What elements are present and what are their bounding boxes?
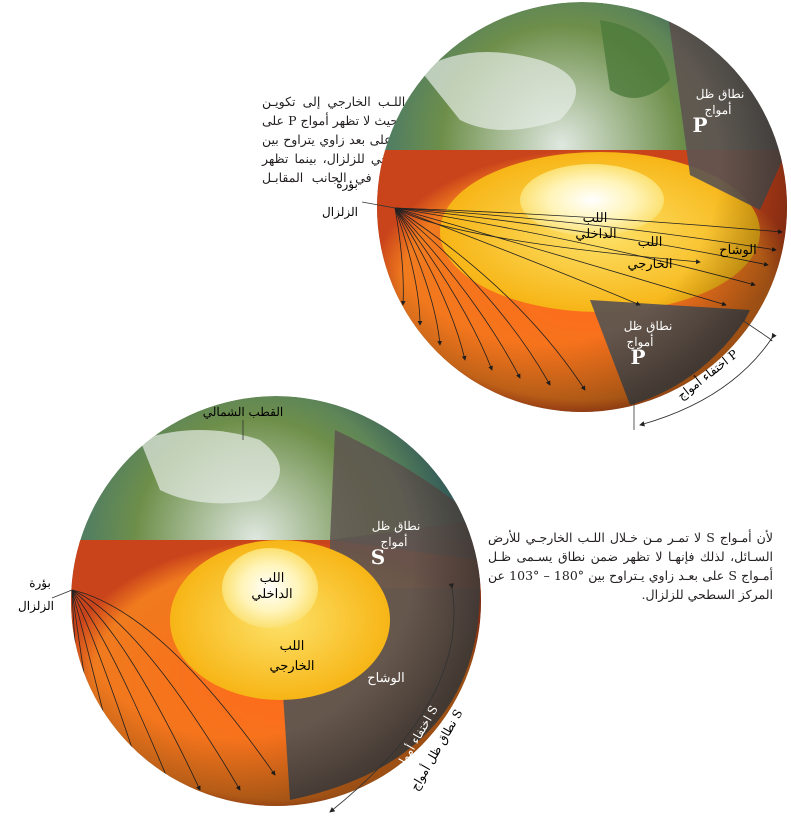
focus-leader-bottom [51, 589, 73, 599]
upper-shadow-label-2: أمواج [704, 102, 731, 117]
mantle-label-top: الوشاح [719, 243, 757, 258]
focus-label-top-1: بؤرة [336, 177, 358, 191]
s-shadow-label-1: نطاق ظل [372, 519, 421, 533]
s-wave-explanation: لأن أمـواج S لا تمـر مـن خـلال اللـب الخ… [488, 530, 774, 602]
lower-shadow-label-1: نطاق ظل [624, 319, 673, 333]
p-disappearance-arc [639, 332, 777, 427]
lower-shadow-label-3: P [630, 345, 645, 369]
outer-core-label-bottom-2: الخارجي [269, 659, 314, 674]
focus-label-top-2: الزلزال [322, 205, 358, 219]
upper-shadow-label-1: نطاق ظل [696, 87, 745, 101]
outer-core-label-top-2: الخارجي [627, 257, 672, 272]
s-disappearance-arc [329, 583, 455, 813]
outer-core-label-top-1: اللب [638, 235, 663, 250]
s-wave-diagram: القطب الشمالي نطاق ظل أمواج S بؤرة الزلز… [18, 396, 481, 813]
s-shadow-label-3: S [371, 545, 385, 569]
inner-core-label-bottom-2: الداخلي [251, 587, 292, 602]
inner-core-label-top-1: اللب [583, 211, 608, 226]
focus-leader-top [361, 201, 396, 209]
outer-core-label-bottom-1: اللب [280, 639, 305, 654]
inner-core-label-top-2: الداخلي [575, 227, 616, 242]
p-wave-diagram: نطاق ظل أمواج P بؤرة الزلزال اللب الداخل… [322, 2, 787, 430]
north-pole-label: القطب الشمالي [203, 405, 283, 419]
focus-label-bottom-2: الزلزال [18, 599, 54, 613]
lower-shadow-label-2: أمواج [626, 334, 653, 349]
mantle-label-bottom: الوشاح [367, 671, 405, 686]
earth-shading-top [377, 2, 787, 412]
focus-label-bottom-1: بؤرة [29, 576, 51, 590]
s-shadow-label-2: أمواج [380, 534, 407, 549]
upper-shadow-label-3: P [692, 113, 707, 137]
arc-top [741, 319, 773, 342]
inner-core-label-bottom-1: اللب [260, 571, 285, 586]
